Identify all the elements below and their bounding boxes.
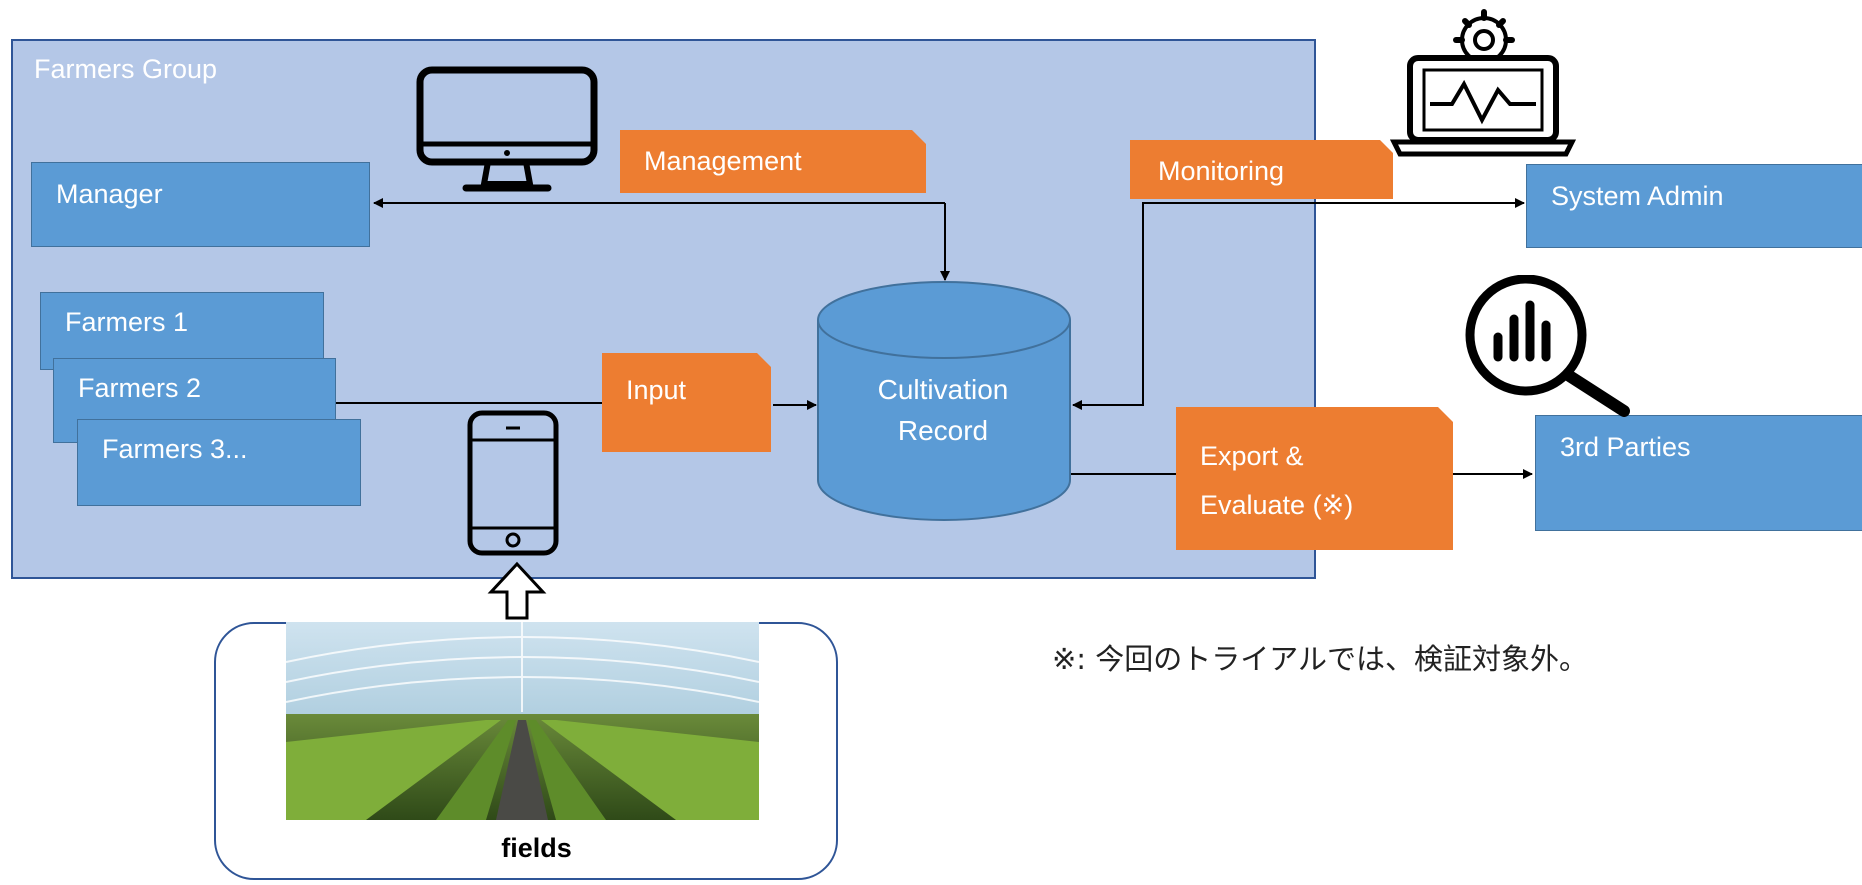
up-arrow-icon bbox=[487, 561, 547, 620]
input-label: Input bbox=[626, 375, 687, 405]
farmers-3-label: Farmers 3... bbox=[102, 434, 248, 464]
export-label-line2: Evaluate (※) bbox=[1200, 490, 1354, 520]
system-admin-box: System Admin bbox=[1526, 164, 1862, 248]
farmers-1-box: Farmers 1 bbox=[40, 292, 324, 370]
monitor-icon bbox=[416, 66, 598, 192]
monitoring-flow-label: Monitoring bbox=[1130, 140, 1393, 199]
farmers-3-box: Farmers 3... bbox=[77, 419, 361, 506]
manager-label: Manager bbox=[56, 179, 163, 209]
database-cylinder-icon bbox=[817, 281, 1071, 521]
third-parties-label: 3rd Parties bbox=[1560, 432, 1691, 462]
farmers-2-label: Farmers 2 bbox=[78, 373, 202, 403]
smartphone-icon bbox=[467, 410, 559, 556]
third-parties-box: 3rd Parties bbox=[1535, 415, 1862, 531]
database-label-line2: Record bbox=[897, 415, 989, 446]
greenhouse-photo bbox=[286, 622, 759, 820]
management-flow-label: Management bbox=[620, 130, 926, 193]
input-flow-label: Input bbox=[602, 353, 771, 452]
monitoring-label: Monitoring bbox=[1158, 156, 1285, 186]
fields-label: fields bbox=[501, 833, 572, 863]
farmers-1-label: Farmers 1 bbox=[65, 307, 189, 337]
magnifier-chart-icon bbox=[1465, 275, 1630, 417]
database-label-line1: Cultivation bbox=[877, 374, 1009, 405]
export-flow-label: Export & Evaluate (※) bbox=[1176, 407, 1453, 550]
manager-box: Manager bbox=[31, 162, 370, 247]
footnote: ※: 今回のトライアルでは、検証対象外。 bbox=[1052, 642, 1588, 676]
export-label-line1: Export & bbox=[1200, 441, 1304, 471]
management-label: Management bbox=[644, 146, 802, 176]
system-admin-label: System Admin bbox=[1551, 181, 1724, 211]
farmers-group-title: Farmers Group bbox=[34, 54, 218, 84]
laptop-gear-icon bbox=[1390, 9, 1576, 157]
